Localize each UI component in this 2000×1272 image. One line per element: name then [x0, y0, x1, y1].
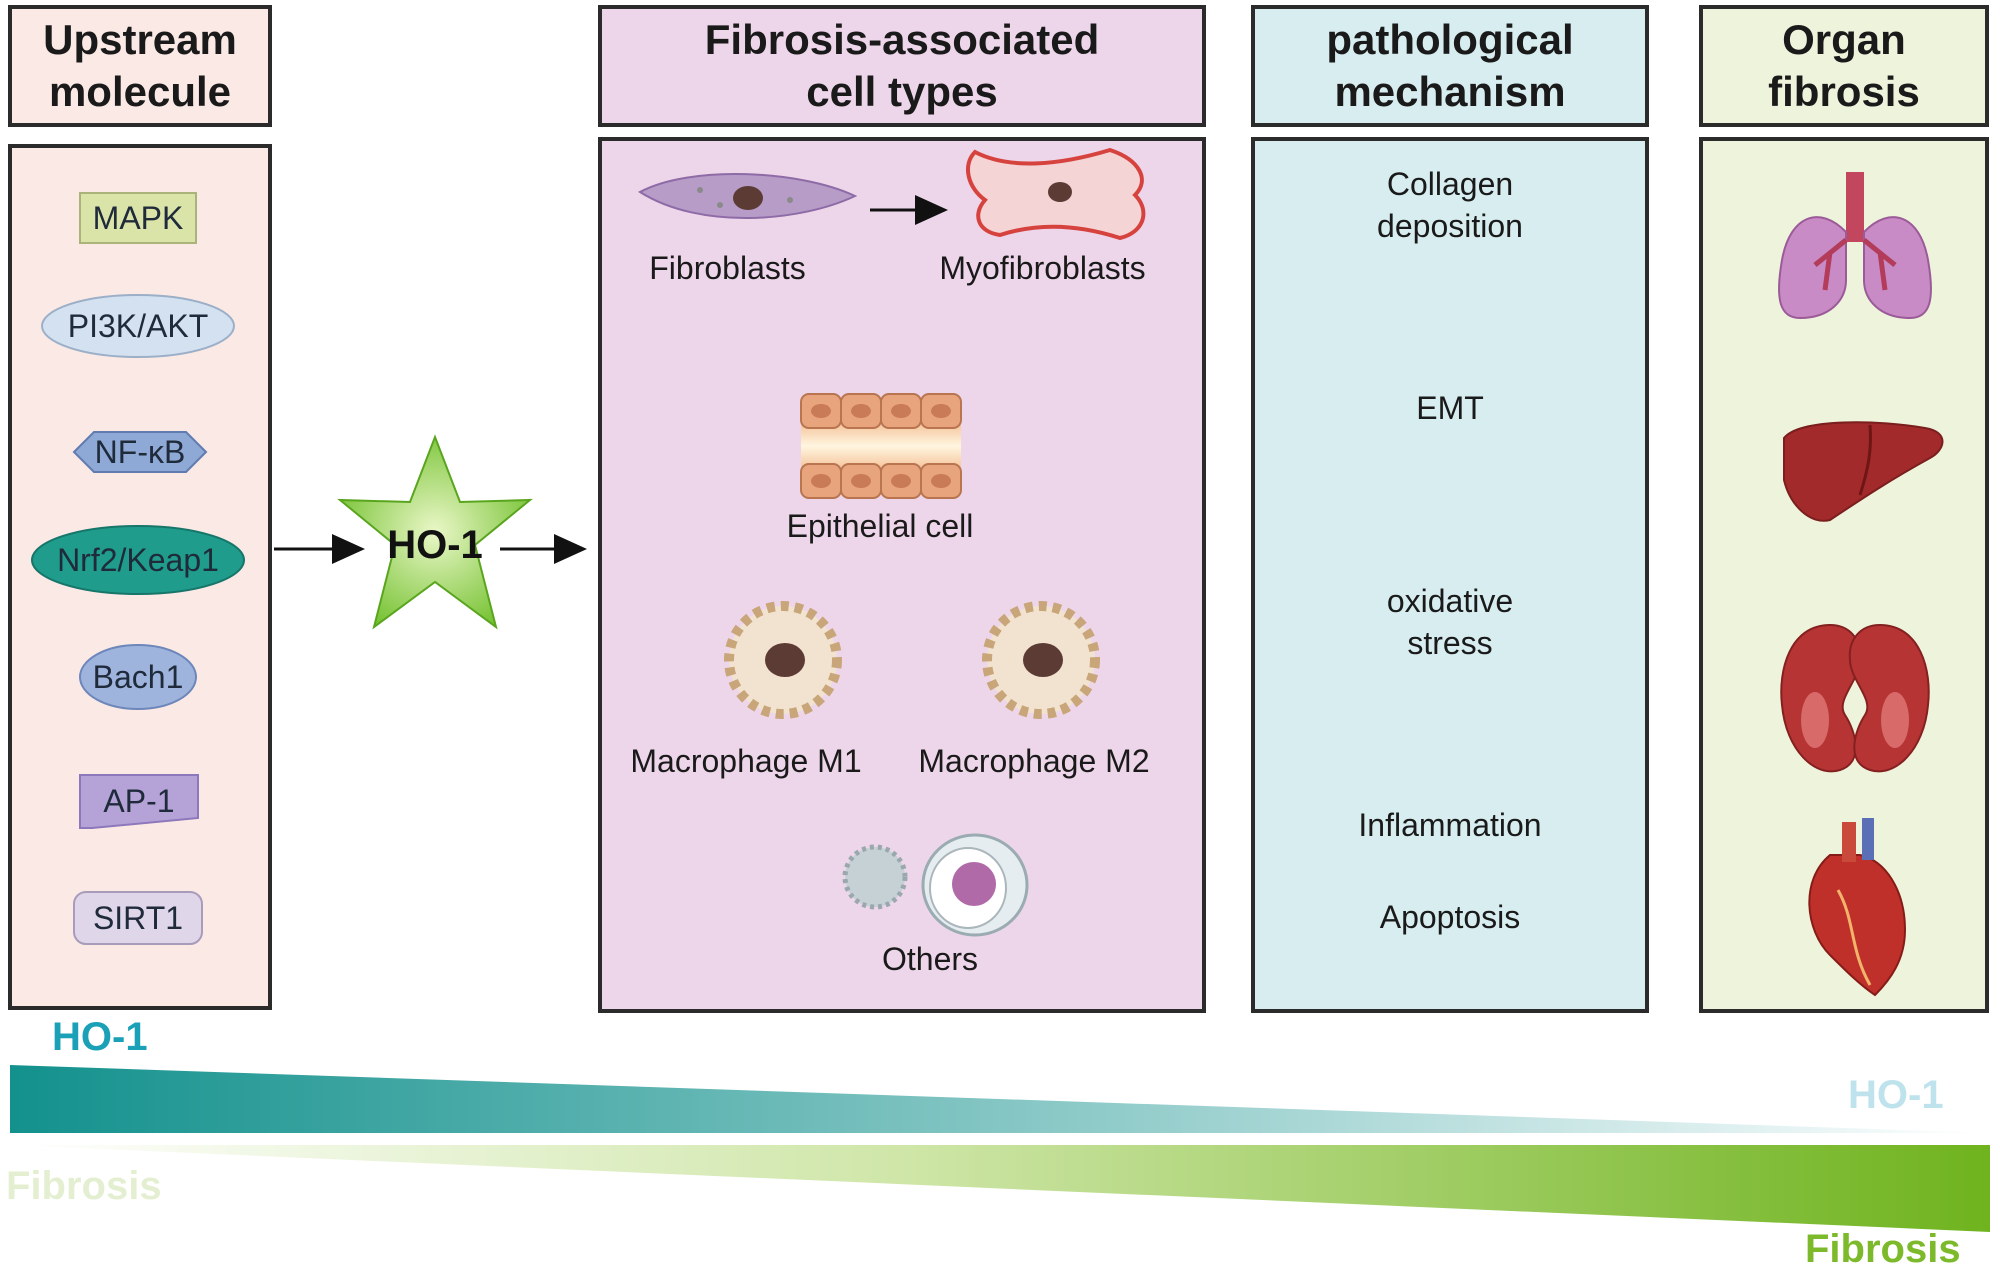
mechanism-panel	[1251, 137, 1649, 1013]
fibrosis-high-label: Fibrosis	[1805, 1227, 1961, 1271]
epithelial-cell-label: Epithelial cell	[786, 508, 974, 544]
bach1-shape	[79, 644, 197, 710]
header-cell-types-text: Fibrosis-associated cell types	[704, 16, 1100, 115]
molecule-ap1: AP-1	[103, 782, 175, 819]
liver-icon	[1783, 421, 1944, 522]
fibroblasts-label: Fibroblasts	[649, 250, 806, 286]
ho1-label: HO-1	[387, 522, 483, 567]
other-cells-icon	[842, 833, 1029, 937]
epithelial-cell-icon	[800, 393, 962, 499]
header-cell-types: Fibrosis-associated cell types	[598, 5, 1206, 127]
mechanism-emt: EMT	[1416, 390, 1484, 426]
lung-icon	[1778, 172, 1932, 320]
header-mechanism-text: pathological mechanism	[1326, 16, 1574, 115]
molecule-mapk: MAPK	[92, 199, 184, 236]
mechanism-apoptosis: Apoptosis	[1379, 899, 1521, 935]
nrf2-keap1-shape	[31, 525, 245, 595]
ap1-shape	[79, 774, 199, 829]
ho1-low-label: HO-1	[1848, 1073, 1944, 1117]
nfkb-shape	[72, 431, 208, 473]
header-upstream-molecule: Upstream molecule	[8, 5, 272, 127]
molecule-pi3k-akt: PI3K/AKT	[67, 307, 209, 344]
myofibroblast-icon	[965, 147, 1146, 241]
molecule-nrf2-keap1: Nrf2/Keap1	[57, 541, 219, 578]
mapk-shape	[79, 192, 197, 244]
molecule-bach1: Bach1	[92, 658, 184, 695]
header-organ-text: Organ fibrosis	[1768, 16, 1920, 115]
mechanism-oxidative-stress: oxidative stress	[1386, 583, 1514, 661]
molecule-nfkb: NF-κB	[94, 433, 186, 470]
fibrosis-low-label: Fibrosis	[6, 1164, 162, 1208]
molecule-sirt1: SIRT1	[92, 899, 184, 936]
ho1-high-label: HO-1	[52, 1015, 148, 1059]
header-organ-fibrosis: Organ fibrosis	[1699, 5, 1989, 127]
kidney-icon	[1780, 623, 1930, 773]
ho1-gradient-wedge	[10, 1065, 1990, 1133]
heart-icon	[1808, 818, 1907, 997]
ho1-star	[337, 434, 533, 630]
mechanism-inflammation: Inflammation	[1358, 807, 1542, 843]
macrophage-m2-icon	[982, 601, 1100, 719]
mechanism-collagen: Collagen deposition	[1377, 166, 1523, 244]
macrophage-m1-label: Macrophage M1	[630, 743, 862, 779]
others-label: Others	[881, 941, 979, 977]
macrophage-m1-icon	[724, 601, 842, 719]
header-mechanism: pathological mechanism	[1251, 5, 1649, 127]
macrophage-m2-label: Macrophage M2	[918, 743, 1150, 779]
header-upstream-text: Upstream molecule	[43, 16, 237, 115]
pi3k-akt-shape	[41, 294, 235, 358]
fibroblast-icon	[638, 173, 858, 219]
sirt1-shape	[73, 891, 203, 945]
fibrosis-gradient-wedge	[10, 1145, 1990, 1232]
myofibroblasts-label: Myofibroblasts	[939, 250, 1146, 286]
